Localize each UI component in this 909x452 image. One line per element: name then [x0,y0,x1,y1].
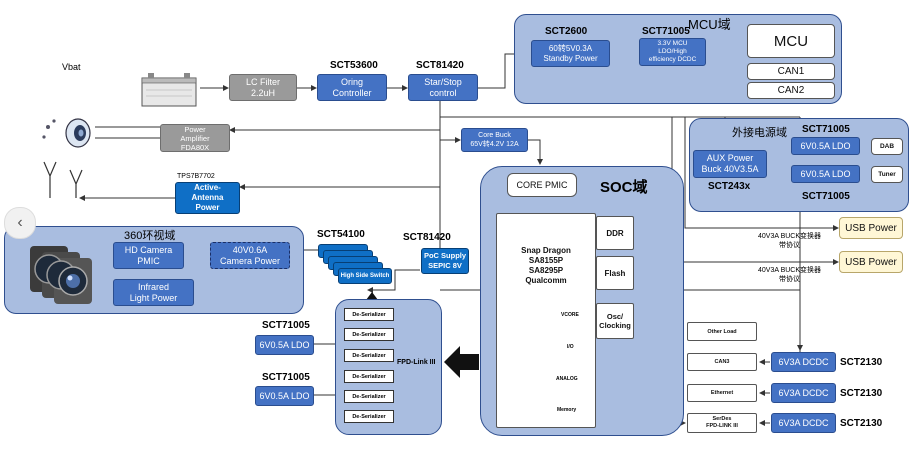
ethernet-block: Ethernet [687,384,757,402]
sct2600-label: SCT2600 [545,26,588,37]
usb-note-1: 40V3A BUCK变换器 带协议 [758,233,822,249]
sct243x-label: SCT243x [708,181,751,192]
speaker-icon [42,118,91,148]
aux-power-block: AUX Power Buck 40V3.5A [693,150,767,178]
mcu-domain-title: MCU域 [688,17,731,32]
usb-note-2: 40V3A BUCK变换器 带协议 [758,267,822,283]
camera-lens-icon [30,246,92,304]
ext-power-domain-title: 外接电源域 [732,127,787,139]
mcu-block: MCU [747,24,835,58]
mcu-ldo-block: 3.3V MCU LDO/High efficiency DCDC [639,38,706,66]
sct71005-ext-top-label: SCT71005 [802,124,850,135]
battery-icon [141,73,197,107]
core-pmic-block: CORE PMIC [507,173,577,197]
can1-block: CAN1 [747,63,835,80]
vcore-label: VCORE [561,312,579,318]
dcdc-3-block: 6V3A DCDC [771,413,836,433]
can2-block: CAN2 [747,82,835,99]
hd-camera-pmic-block: HD Camera PMIC [113,242,184,269]
io-label: I/O [567,344,574,350]
deserializer-2: De-Serializer [344,328,394,341]
snapdragon-label: Snap Dragon SA8155P SA8295P Qualcomm [521,246,571,285]
dcdc-2-block: 6V3A DCDC [771,383,836,403]
analog-label: ANALOG [556,376,578,382]
sct2130-3-label: SCT2130 [840,418,883,429]
fpd-link-label: FPD-Link III [397,359,436,366]
sct53600-label: SCT53600 [330,60,378,71]
sct71005-mcu-label: SCT71005 [642,26,690,37]
can3-block: CAN3 [687,353,757,371]
dab-block: DAB [871,138,903,155]
core-buck-block: Core Buck 65V转4.2V 12A [461,128,528,152]
usb-power-2-block: USB Power [839,251,903,273]
power-amplifier-block: Power Amplifier FDA80X [160,124,230,152]
ldo-left-1-block: 6V0.5A LDO [255,335,314,355]
deserializer-6: De-Serializer [344,410,394,423]
other-load-block: Other Load [687,322,757,341]
deserializer-1: De-Serializer [344,308,394,321]
antenna-icon [43,161,83,198]
oring-controller-block: Oring Controller [317,74,387,101]
flash-block: Flash [596,256,634,290]
camera-power-block: 40V0.6A Camera Power [210,242,290,269]
deserializer-5: De-Serializer [344,390,394,403]
infrared-light-power-block: Infrared Light Power [113,279,194,306]
sct71005-ext-bottom-label: SCT71005 [802,191,850,202]
high-side-switch-block: High Side Switch [338,268,392,284]
star-stop-block: Star/Stop control [408,74,478,101]
deserializer-3: De-Serializer [344,349,394,362]
dcdc-1-block: 6V3A DCDC [771,352,836,372]
lc-filter-block: LC Filter 2.2uH [229,74,297,101]
memory-label: Memory [557,407,577,413]
camera-domain-title: 360环视域 [124,230,176,242]
fpd-thick-arrow [444,346,479,378]
ldo-left-2-block: 6V0.5A LDO [255,386,314,406]
previous-button[interactable]: ‹ [4,207,36,239]
sct81420-top-label: SCT81420 [416,60,464,71]
ldo-dab-block: 6V0.5A LDO [791,137,860,155]
sct71005-left-1-label: SCT71005 [262,320,310,331]
osc-clocking-block: Osc/ Clocking [596,303,634,339]
active-antenna-block: Active- Antenna Power [175,182,240,214]
tps-label: TPS7B7702 [177,173,215,180]
usb-power-1-block: USB Power [839,217,903,239]
poc-supply-block: PoC Supply SEPIC 8V [421,248,469,274]
soc-domain-title: SOC域 [600,179,648,196]
standby-power-block: 60转5V0.3A Standby Power [531,40,610,67]
serdes-block: SerDes FPD-LINK III [687,413,757,433]
sct54100-label: SCT54100 [317,229,365,240]
sct81420-poc-label: SCT81420 [403,232,451,243]
tuner-block: Tuner [871,166,903,183]
ldo-tuner-block: 6V0.5A LDO [791,165,860,183]
vbat-label: Vbat [62,62,81,72]
sct2130-2-label: SCT2130 [840,388,883,399]
sct71005-left-2-label: SCT71005 [262,372,310,383]
sct2130-1-label: SCT2130 [840,357,883,368]
snapdragon-block: Snap Dragon SA8155P SA8295P Qualcomm [496,213,596,428]
deserializer-4: De-Serializer [344,370,394,383]
ddr-block: DDR [596,216,634,250]
